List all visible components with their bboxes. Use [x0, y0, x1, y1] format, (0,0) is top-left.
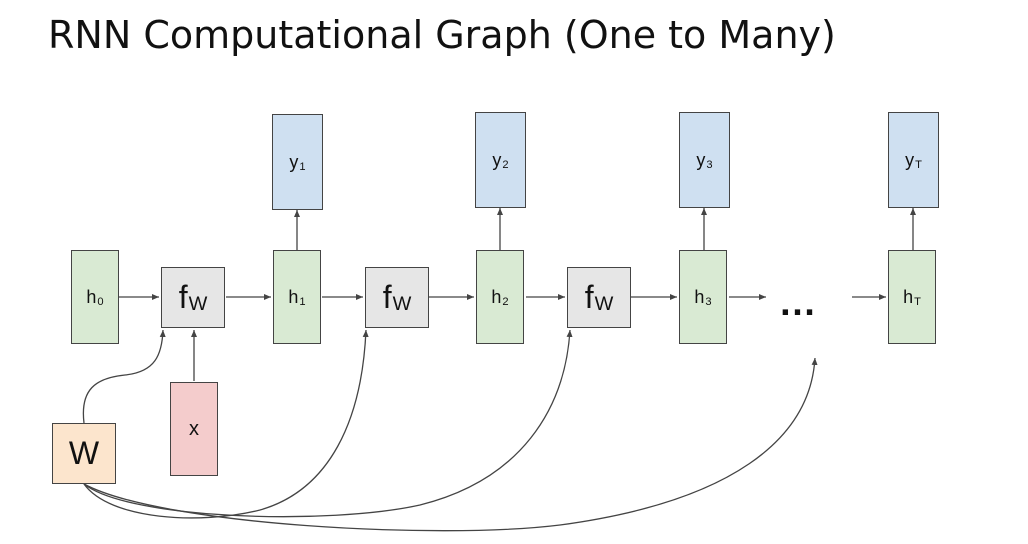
node-x: x: [170, 382, 218, 476]
page-title: RNN Computational Graph (One to Many): [48, 13, 836, 57]
edge-W-fw1: [82, 329, 166, 424]
ellipsis: …: [778, 282, 818, 324]
edge-W-ellipsis: [83, 357, 818, 532]
node-W: W: [52, 423, 116, 484]
edge-W-fw3: [83, 329, 573, 518]
edge-W-fw2: [83, 329, 369, 519]
